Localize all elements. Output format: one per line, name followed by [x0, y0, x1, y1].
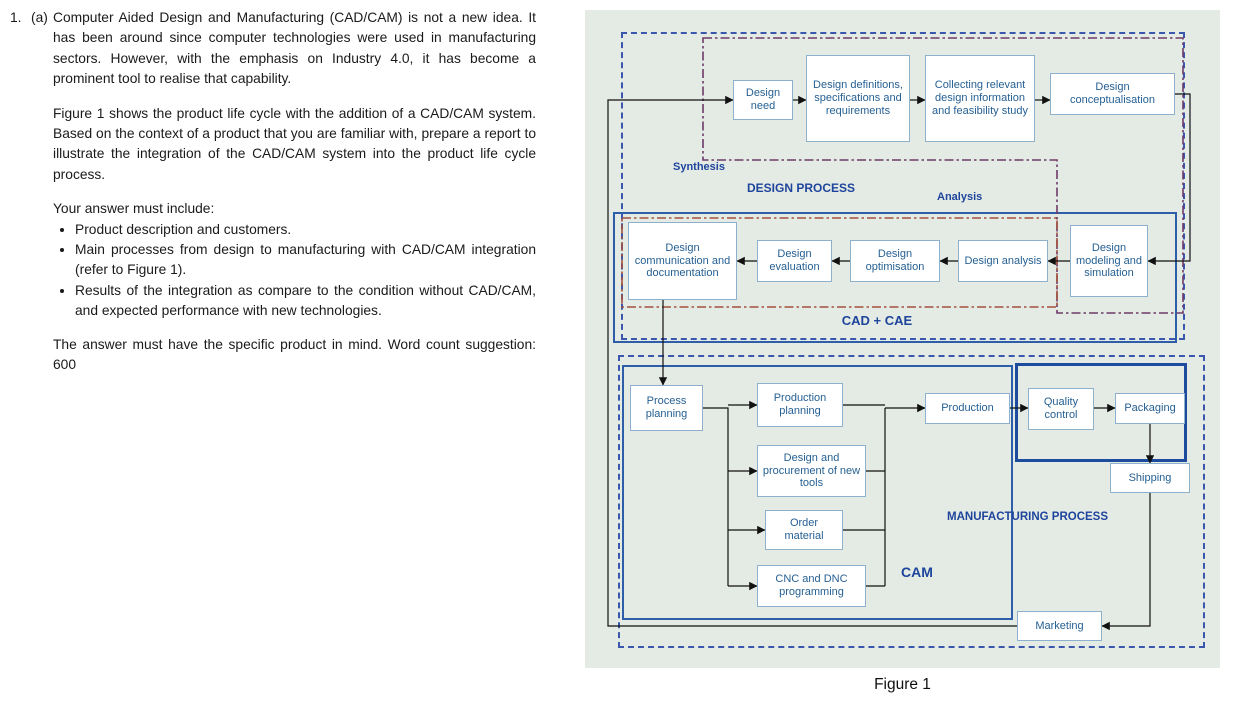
label-synthesis: Synthesis: [673, 161, 725, 173]
answer-requirements-list: Product description and customers. Main …: [53, 220, 536, 322]
box-design-analysis: Design analysis: [958, 240, 1048, 282]
box-design-procurement: Design and procurement of new tools: [757, 445, 866, 497]
question-paragraph-1: Computer Aided Design and Manufacturing …: [53, 10, 536, 87]
question-paragraph-2: Figure 1 shows the product life cycle wi…: [53, 105, 536, 182]
figure-caption: Figure 1: [874, 676, 931, 693]
box-design-need: Design need: [733, 80, 793, 120]
box-marketing: Marketing: [1017, 611, 1102, 641]
bullet-item: Results of the integration as compare to…: [75, 281, 536, 322]
label-analysis: Analysis: [937, 191, 983, 203]
box-design-conceptualisation: Design conceptualisation: [1050, 73, 1175, 115]
bullet-item: Main processes from design to manufactur…: [75, 240, 536, 281]
box-process-planning: Process planning: [630, 385, 703, 431]
box-packaging: Packaging: [1115, 393, 1185, 424]
box-design-modeling: Design modeling and simulation: [1070, 225, 1148, 297]
answer-include-intro: Your answer must include:: [53, 201, 215, 217]
box-order-material: Order material: [765, 510, 843, 550]
question-closing-paragraph: The answer must have the specific produc…: [53, 336, 536, 373]
box-collecting-info: Collecting relevant design information a…: [925, 55, 1035, 142]
box-production-planning: Production planning: [757, 383, 843, 427]
box-design-definitions: Design definitions, specifications and r…: [806, 55, 910, 142]
question-body: Computer Aided Design and Manufacturing …: [53, 8, 536, 376]
bullet-item: Product description and customers.: [75, 220, 536, 240]
label-cam: CAM: [901, 564, 933, 580]
question-number: 1.: [10, 10, 22, 25]
label-cad-cae: CAD + CAE: [841, 313, 913, 328]
label-design-process: DESIGN PROCESS: [747, 181, 856, 195]
box-production: Production: [925, 393, 1010, 424]
box-shipping: Shipping: [1110, 463, 1190, 493]
box-quality-control: Quality control: [1028, 388, 1094, 430]
figure-1-panel: Design need Design definitions, specific…: [585, 10, 1220, 668]
box-design-communication: Design communication and documentation: [628, 222, 737, 300]
box-design-optimisation: Design optimisation: [850, 240, 940, 282]
question-block: 1. (a) Computer Aided Design and Manufac…: [10, 8, 538, 390]
box-cnc-dnc: CNC and DNC programming: [757, 565, 866, 607]
box-design-evaluation: Design evaluation: [757, 240, 832, 282]
label-manufacturing-process: MANUFACTURING PROCESS: [947, 511, 1109, 523]
question-part-label: (a): [31, 10, 48, 25]
